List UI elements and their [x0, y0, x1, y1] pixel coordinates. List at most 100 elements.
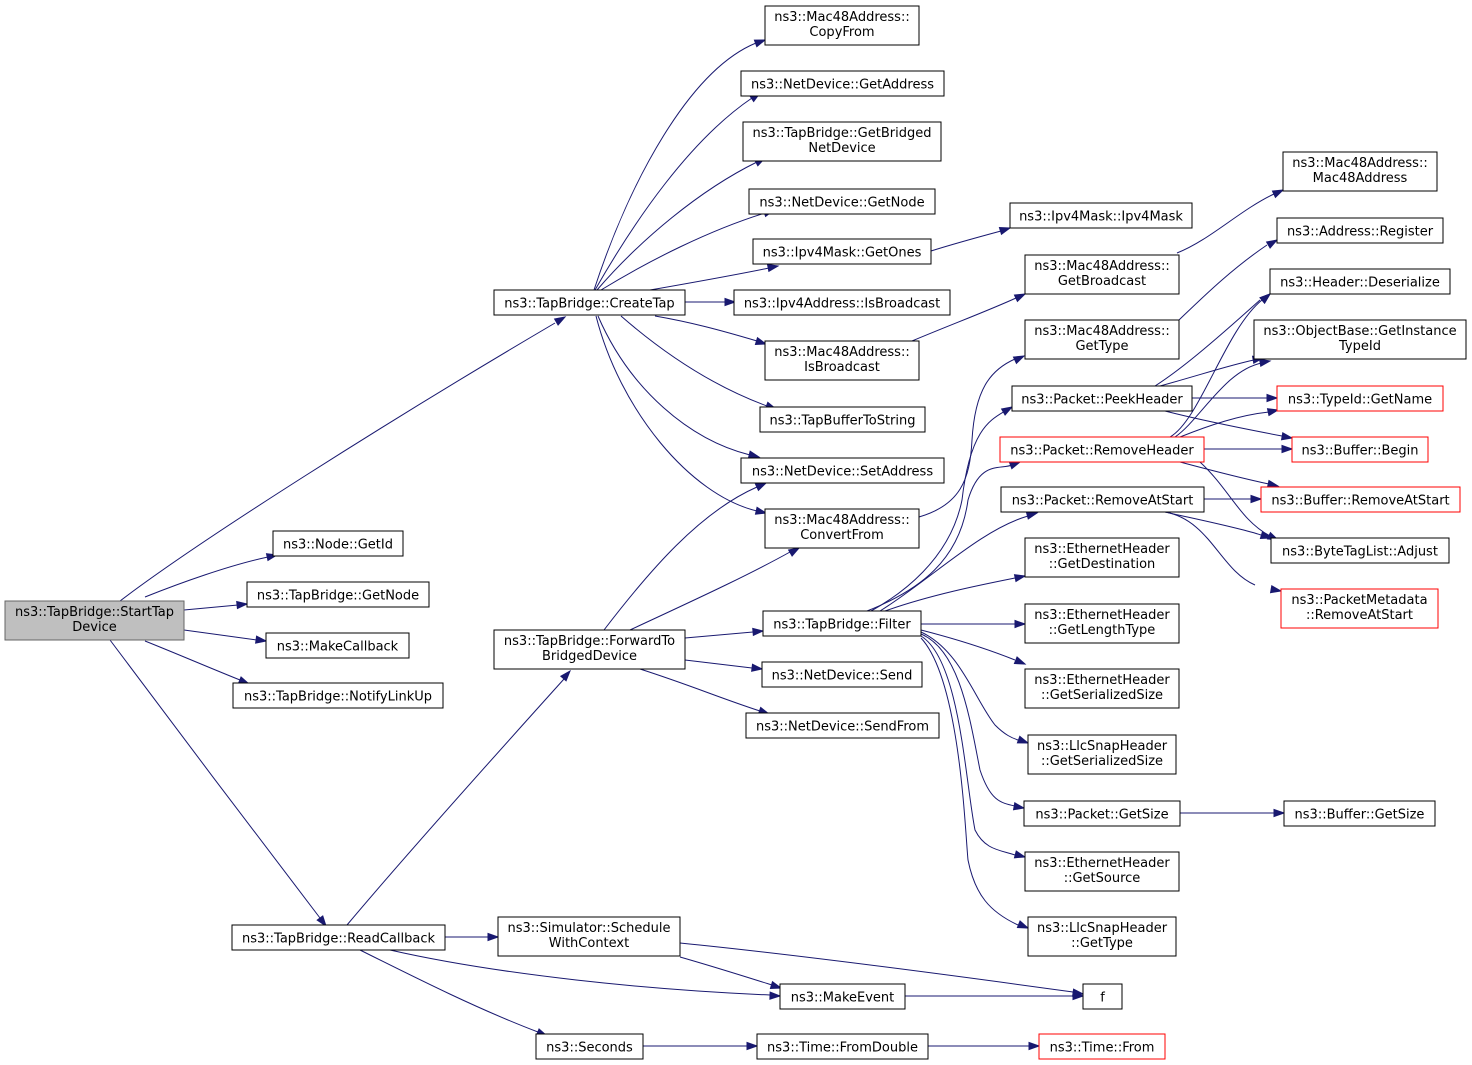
- node-eth-get-serialized-size[interactable]: ns3::EthernetHeader::GetSerializedSize: [1024, 668, 1180, 709]
- node-f[interactable]: f: [1082, 983, 1123, 1010]
- call-edge: [1169, 293, 1272, 438]
- node-packet-peek-header[interactable]: ns3::Packet::PeekHeader: [1011, 385, 1193, 412]
- edge-line: [920, 635, 1016, 856]
- call-edge: [685, 297, 737, 307]
- node-packetmetadata-remove-at-start[interactable]: ns3::PacketMetadata::RemoveAtStart: [1280, 588, 1439, 629]
- arrowhead-icon: [487, 932, 500, 942]
- edge-line: [1164, 511, 1256, 586]
- edge-line: [920, 633, 1016, 807]
- node-buffer-remove-at-start[interactable]: ns3::Buffer::RemoveAtStart: [1260, 486, 1461, 513]
- node-label: ns3::TapBridge::CreateTap: [504, 297, 674, 312]
- node-get-node[interactable]: ns3::TapBridge::GetNode: [246, 581, 430, 608]
- node-llc-get-serialized-size[interactable]: ns3::LlcSnapHeader::GetSerializedSize: [1027, 734, 1177, 775]
- node-time-from-double[interactable]: ns3::Time::FromDouble: [756, 1033, 929, 1060]
- node-label: ns3::NetDevice::SetAddress: [752, 465, 933, 480]
- call-nodes: ns3::TapBridge::StartTapDevicens3::TapBr…: [4, 5, 1467, 1060]
- node-netdev-send[interactable]: ns3::NetDevice::Send: [761, 661, 923, 688]
- node-tapbridge-filter[interactable]: ns3::TapBridge::Filter: [762, 610, 922, 637]
- node-netdev-get-address[interactable]: ns3::NetDevice::GetAddress: [740, 70, 945, 97]
- node-label: ns3::LlcSnapHeader: [1037, 921, 1168, 936]
- edge-line: [119, 322, 556, 602]
- call-edge: [884, 574, 1027, 612]
- node-mac48-is-broadcast[interactable]: ns3::Mac48Address::IsBroadcast: [764, 340, 920, 381]
- node-netdev-get-node[interactable]: ns3::NetDevice::GetNode: [748, 188, 936, 215]
- node-seconds[interactable]: ns3::Seconds: [535, 1033, 644, 1060]
- node-header-deserialize[interactable]: ns3::Header::Deserialize: [1269, 268, 1451, 295]
- node-box: [759, 406, 926, 433]
- arrowhead-icon: [1012, 802, 1026, 811]
- node-label: ns3::TapBridge::NotifyLinkUp: [244, 690, 432, 705]
- node-netdev-set-address[interactable]: ns3::NetDevice::SetAddress: [740, 457, 945, 484]
- node-label: ns3::MakeEvent: [791, 991, 895, 1006]
- node-mac48-ctor[interactable]: ns3::Mac48Address::Mac48Address: [1282, 151, 1438, 192]
- node-time-from[interactable]: ns3::Time::From: [1038, 1033, 1166, 1060]
- edge-line: [1164, 511, 1262, 536]
- node-box: [231, 924, 446, 951]
- call-edge: [629, 547, 801, 631]
- node-label: ns3::Buffer::RemoveAtStart: [1271, 494, 1449, 509]
- node-box: [1282, 151, 1438, 192]
- node-box: [1082, 983, 1123, 1010]
- node-make-event[interactable]: ns3::MakeEvent: [779, 983, 906, 1010]
- arrowhead-icon: [1265, 239, 1279, 249]
- node-eth-get-source[interactable]: ns3::EthernetHeader::GetSource: [1024, 851, 1180, 892]
- node-box: [1270, 537, 1450, 564]
- node-copy-from[interactable]: ns3::Mac48Address::CopyFrom: [764, 5, 920, 46]
- arrowhead-icon: [1258, 358, 1272, 367]
- node-mac48-get-type[interactable]: ns3::Mac48Address::GetType: [1024, 319, 1180, 360]
- edge-line: [593, 42, 757, 291]
- edge-line: [359, 949, 539, 1033]
- node-label: ::GetLengthType: [1049, 623, 1156, 638]
- call-edge: [620, 315, 778, 410]
- edge-line: [603, 486, 758, 631]
- node-box: [535, 1033, 644, 1060]
- node-notify-link-up[interactable]: ns3::TapBridge::NotifyLinkUp: [232, 682, 444, 709]
- arrowhead-icon: [746, 1041, 759, 1051]
- node-ipv4mask-ctor[interactable]: ns3::Ipv4Mask::Ipv4Mask: [1009, 202, 1193, 229]
- node-ipv4mask-get-ones[interactable]: ns3::Ipv4Mask::GetOnes: [752, 238, 932, 265]
- call-edge: [649, 263, 780, 291]
- node-netdev-send-from[interactable]: ns3::NetDevice::SendFrom: [745, 712, 940, 739]
- node-eth-get-length-type[interactable]: ns3::EthernetHeader::GetLengthType: [1024, 603, 1180, 644]
- node-typeid-get-name[interactable]: ns3::TypeId::GetName: [1276, 385, 1444, 412]
- node-label: ns3::EthernetHeader: [1034, 542, 1170, 557]
- node-create-tap[interactable]: ns3::TapBridge::CreateTap: [493, 289, 686, 316]
- node-bytetaglist-adjust[interactable]: ns3::ByteTagList::Adjust: [1270, 537, 1450, 564]
- node-buffer-begin[interactable]: ns3::Buffer::Begin: [1291, 436, 1429, 463]
- edge-line: [389, 949, 771, 996]
- edge-line: [1179, 461, 1270, 485]
- node-llc-get-type[interactable]: ns3::LlcSnapHeader::GetType: [1027, 916, 1177, 957]
- arrowhead-icon: [769, 980, 783, 989]
- node-node-get-id[interactable]: ns3::Node::GetId: [272, 530, 404, 557]
- node-address-register[interactable]: ns3::Address::Register: [1276, 217, 1444, 244]
- edge-line: [1178, 244, 1268, 321]
- node-box: [232, 682, 444, 709]
- node-mac48-get-broadcast[interactable]: ns3::Mac48Address::GetBroadcast: [1024, 254, 1180, 295]
- node-mac48-convert-from[interactable]: ns3::Mac48Address::ConvertFrom: [764, 508, 920, 549]
- call-edge: [684, 627, 765, 639]
- node-buffer-get-size[interactable]: ns3::Buffer::GetSize: [1283, 800, 1436, 827]
- call-edge: [597, 315, 761, 459]
- call-edge: [593, 39, 767, 291]
- node-packet-remove-at-start[interactable]: ns3::Packet::RemoveAtStart: [1000, 486, 1205, 513]
- node-label: ::GetSerializedSize: [1041, 754, 1163, 769]
- edge-line: [620, 315, 768, 407]
- node-ipv4addr-is-broadcast[interactable]: ns3::Ipv4Address::IsBroadcast: [733, 289, 951, 316]
- node-tap-buffer-to-string[interactable]: ns3::TapBufferToString: [759, 406, 926, 433]
- node-packet-remove-header[interactable]: ns3::Packet::RemoveHeader: [999, 436, 1205, 463]
- node-make-callback[interactable]: ns3::MakeCallback: [265, 632, 410, 659]
- node-box: [272, 530, 404, 557]
- node-read-callback[interactable]: ns3::TapBridge::ReadCallback: [231, 924, 446, 951]
- node-eth-get-destination[interactable]: ns3::EthernetHeader::GetDestination: [1024, 537, 1180, 578]
- arrowhead-icon: [998, 227, 1012, 236]
- node-label: ns3::Node::GetId: [283, 538, 393, 553]
- node-packet-get-size[interactable]: ns3::Packet::GetSize: [1023, 800, 1181, 827]
- arrowhead-icon: [747, 450, 761, 459]
- call-edge: [928, 1041, 1041, 1051]
- edge-line: [911, 297, 1017, 342]
